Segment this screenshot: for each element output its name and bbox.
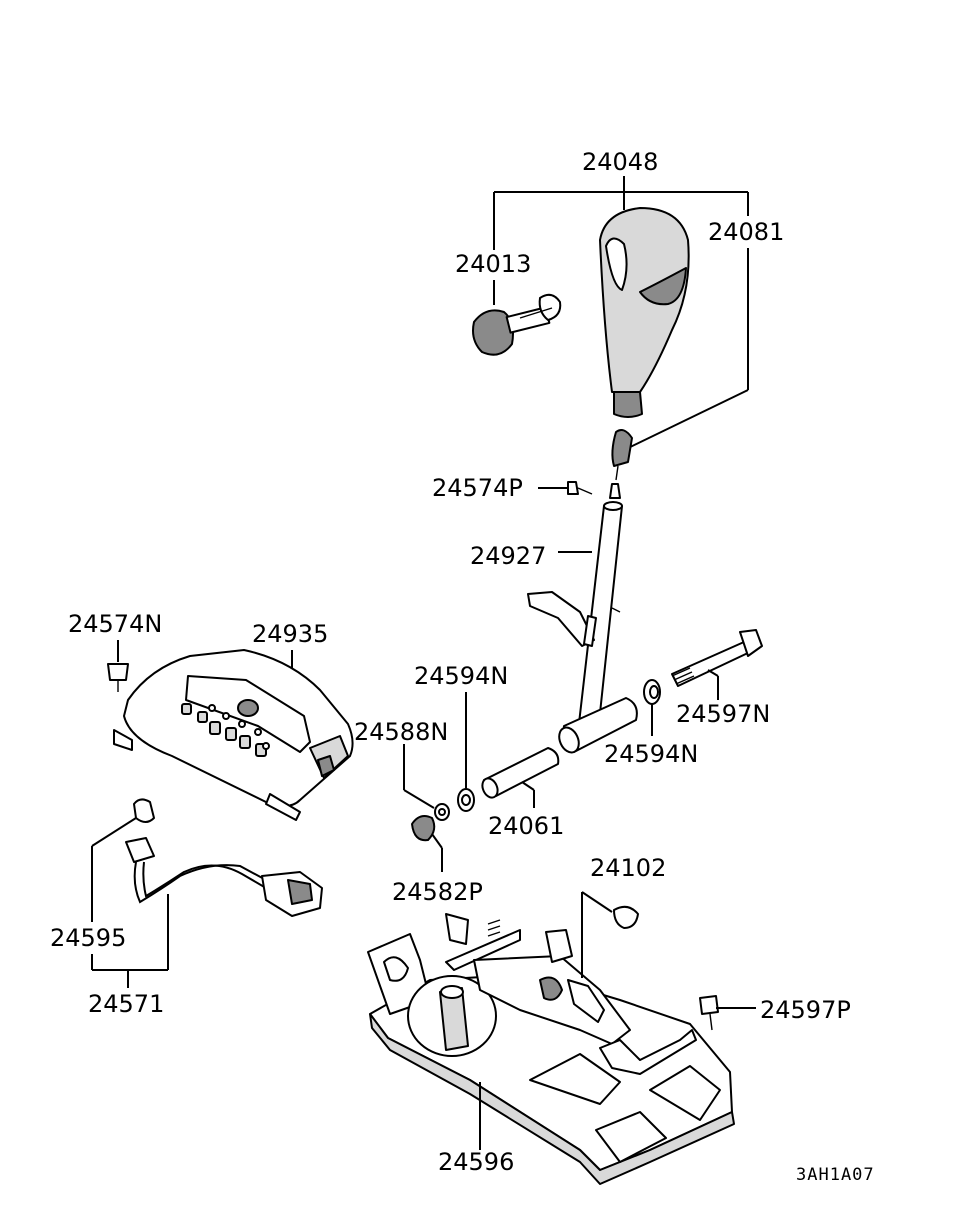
bolt-24597n-part — [671, 629, 763, 700]
label-24927: 24927 — [470, 542, 546, 570]
screw-24574n-part — [107, 640, 129, 692]
label-24597n: 24597N — [676, 700, 770, 728]
label-24596: 24596 — [438, 1148, 514, 1176]
bolt-24597p-part — [699, 995, 756, 1031]
label-24013: 24013 — [455, 250, 531, 278]
base-bracket-part — [367, 891, 735, 1185]
label-24588n: 24588N — [354, 718, 448, 746]
indicator-panel-part — [113, 649, 354, 821]
small-fasteners-part — [403, 692, 475, 872]
label-24571: 24571 — [88, 990, 164, 1018]
part-labels: 24048 24081 24013 24574P 24927 24574N 24… — [50, 148, 875, 1185]
diagram-code: 3AH1A07 — [796, 1165, 875, 1185]
washer-24594n-right-part — [643, 679, 661, 736]
label-24061: 24061 — [488, 812, 564, 840]
shift-knob-part — [599, 207, 690, 418]
label-24935: 24935 — [252, 620, 328, 648]
shift-button-part — [472, 293, 562, 356]
pivot-tube-part — [558, 697, 638, 754]
label-24102: 24102 — [590, 854, 666, 882]
label-24594n-right: 24594N — [604, 740, 698, 768]
label-24574p: 24574P — [432, 474, 523, 502]
label-24594n-top: 24594N — [414, 662, 508, 690]
label-24597p: 24597P — [760, 996, 851, 1024]
bushing-24061-part — [481, 747, 560, 808]
label-24582p: 24582P — [392, 878, 483, 906]
label-24574n: 24574N — [68, 610, 162, 638]
label-24595: 24595 — [50, 924, 126, 952]
shift-lever-rod-part — [527, 501, 623, 733]
label-24081: 24081 — [708, 218, 784, 246]
lever-tip-part — [611, 429, 633, 481]
screw-24574p-part — [538, 481, 621, 499]
label-24048: 24048 — [582, 148, 658, 176]
harness-part — [91, 798, 323, 988]
leader-lines-knob — [493, 176, 749, 451]
